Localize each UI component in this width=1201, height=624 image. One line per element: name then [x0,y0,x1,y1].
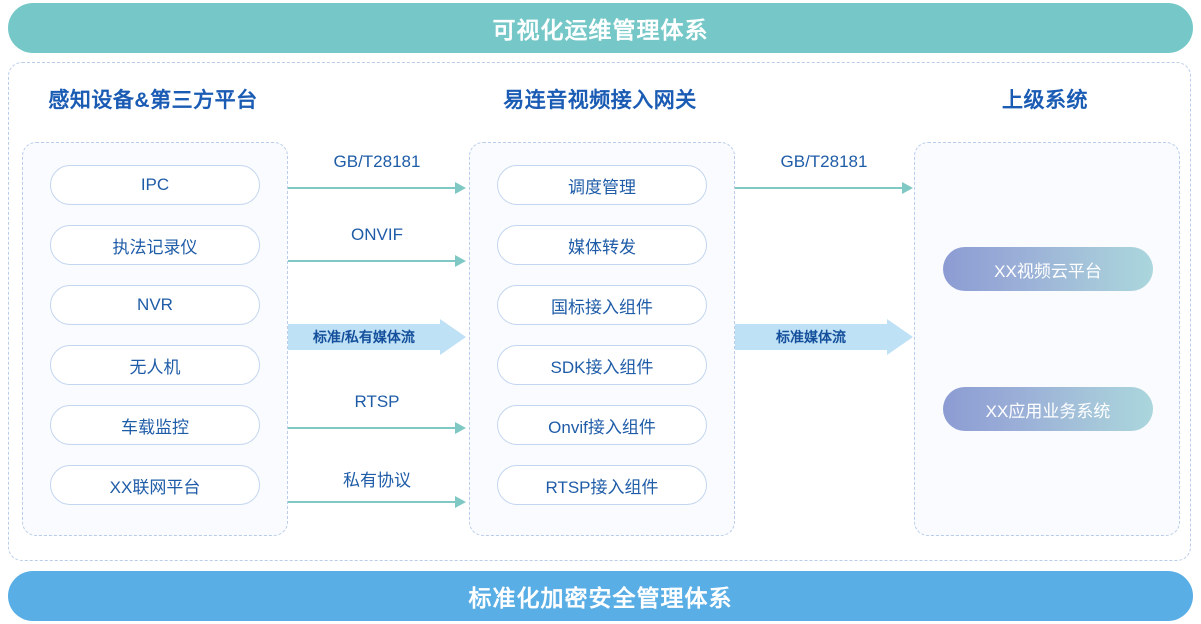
list-item[interactable]: XX应用业务系统 [943,387,1153,431]
list-item[interactable]: RTSP接入组件 [497,465,707,505]
list-item[interactable]: 媒体转发 [497,225,707,265]
arrow-shaft [288,501,455,503]
sensing-devices-list: IPC 执法记录仪 NVR 无人机 车载监控 XX联网平台 [23,165,287,505]
list-item[interactable]: SDK接入组件 [497,345,707,385]
list-item[interactable]: XX联网平台 [50,465,260,505]
upper-system-box: XX视频云平台 XX应用业务系统 [914,142,1180,536]
gateway-box: 调度管理 媒体转发 国标接入组件 SDK接入组件 Onvif接入组件 RTSP接… [469,142,735,536]
arrow-shaft [735,187,902,189]
connector-label-onvif: ONVIF [351,225,403,244]
column-middle-title: 易连音视频接入网关 [503,89,697,112]
connector-label-private-protocol: 私有协议 [343,471,411,490]
diagram-outer-frame [8,62,1191,561]
connector-arrow-gbt28181-left [288,181,466,195]
connector-arrow-rtsp [288,421,466,435]
column-right: 上级系统 [900,62,1190,114]
column-right-title: 上级系统 [1002,89,1088,112]
arrow-head-icon [455,422,466,434]
list-item[interactable]: Onvif接入组件 [497,405,707,445]
arrow-shaft [288,260,455,262]
list-item[interactable]: IPC [50,165,260,205]
arrow-shaft [288,187,455,189]
arrow-head-icon [455,496,466,508]
connector-arrow-private-protocol [288,495,466,509]
list-item[interactable]: 无人机 [50,345,260,385]
list-item[interactable]: 车载监控 [50,405,260,445]
bottom-banner-label: 标准化加密安全管理体系 [468,585,733,611]
connector-label-rtsp: RTSP [354,392,400,411]
column-left-title: 感知设备&第三方平台 [48,89,258,112]
list-item[interactable]: 调度管理 [497,165,707,205]
arrow-head-icon [902,182,913,194]
arrow-shaft [288,427,455,429]
connector-arrow-gbt28181-right [735,181,913,195]
connector-block-arrow-label: 标准/私有媒体流 [288,324,440,350]
connector-block-arrow-standard-private-media: 标准/私有媒体流 [288,319,466,355]
column-middle: 易连音视频接入网关 [455,62,745,114]
list-item[interactable]: XX视频云平台 [943,247,1153,291]
sensing-devices-box: IPC 执法记录仪 NVR 无人机 车载监控 XX联网平台 [22,142,288,536]
connector-block-arrow-standard-media: 标准媒体流 [735,319,913,355]
arrow-head-icon [455,182,466,194]
list-item[interactable]: 执法记录仪 [50,225,260,265]
connector-label-gbt28181-right: GB/T28181 [780,152,868,171]
gateway-component-list: 调度管理 媒体转发 国标接入组件 SDK接入组件 Onvif接入组件 RTSP接… [470,165,734,505]
arrow-head-icon [887,319,913,355]
connector-block-arrow-label: 标准媒体流 [735,324,887,350]
connector-label-gbt28181-left: GB/T28181 [333,152,421,171]
arrow-head-icon [455,255,466,267]
arrow-head-icon [440,319,466,355]
column-left: 感知设备&第三方平台 [8,62,298,114]
bottom-banner: 标准化加密安全管理体系 [8,571,1193,621]
list-item[interactable]: NVR [50,285,260,325]
list-item[interactable]: 国标接入组件 [497,285,707,325]
top-banner: 可视化运维管理体系 [8,3,1193,53]
top-banner-label: 可视化运维管理体系 [492,17,709,43]
connector-arrow-onvif [288,254,466,268]
